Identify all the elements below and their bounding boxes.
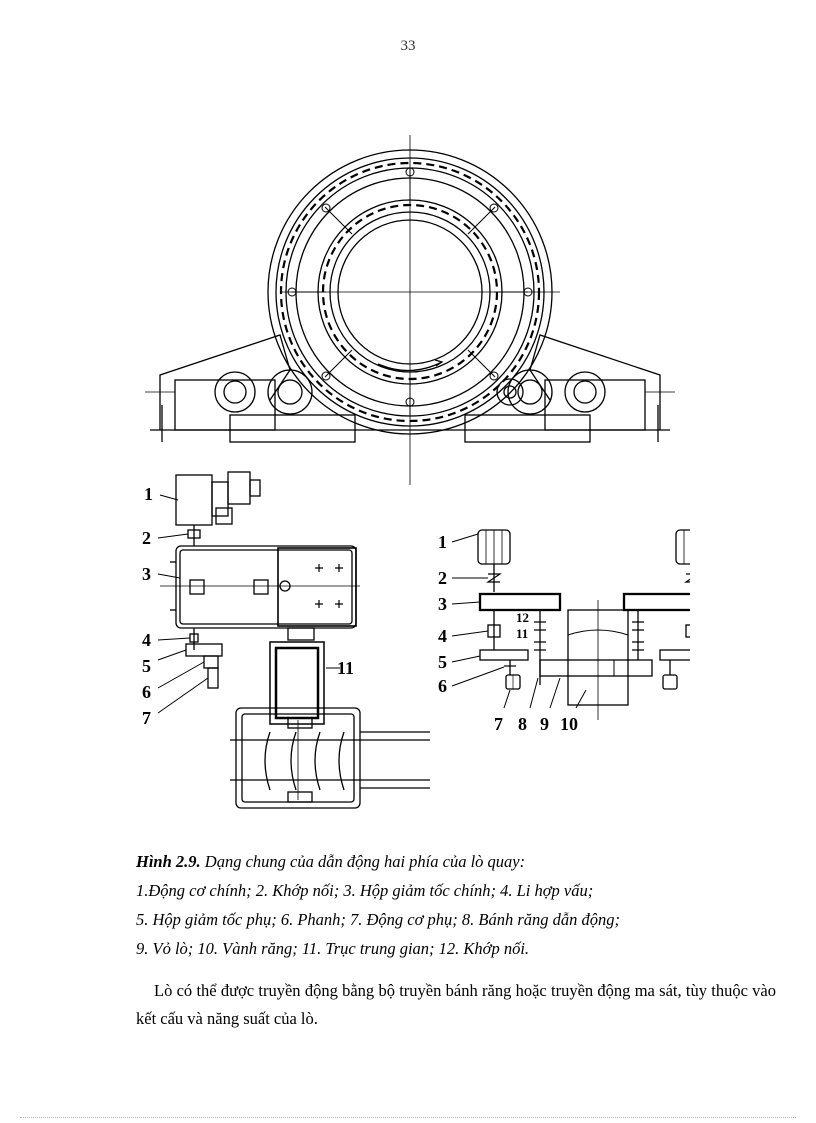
callout-right-12: 12 xyxy=(516,610,529,625)
caption-line-3: 9. Vỏ lò; 10. Vành răng; 11. Trục trung … xyxy=(136,939,530,958)
page-number: 33 xyxy=(400,38,416,54)
caption-title: Dạng chung của dẫn động hai phía của lò … xyxy=(200,852,526,871)
callout-right-10: 10 xyxy=(560,714,578,734)
callout-left-3: 3 xyxy=(142,564,151,584)
ring-gear-elevation xyxy=(145,135,675,485)
callout-left-7: 7 xyxy=(142,708,151,728)
caption-line-2: 5. Hộp giảm tốc phụ; 6. Phanh; 7. Động c… xyxy=(136,910,621,929)
callout-right-1: 1 xyxy=(438,532,447,552)
caption-line-1: 1.Động cơ chính; 2. Khớp nối; 3. Hộp giả… xyxy=(136,881,594,900)
callout-left-2: 2 xyxy=(142,528,151,548)
plan-view-drive xyxy=(160,471,430,809)
body-paragraph: Lò có thể được truyền động bằng bộ truyề… xyxy=(136,980,776,1028)
callout-right-2: 2 xyxy=(438,568,447,588)
figure-caption: Hình 2.9. Dạng chung của dẫn động hai ph… xyxy=(136,847,776,963)
left-callouts: 1 2 3 4 5 6 7 11 xyxy=(142,484,354,728)
right-callouts: 1 2 3 12 11 4 5 6 7 8 9 10 xyxy=(438,532,578,734)
kiln-drive-figure: 1 2 3 4 5 6 7 11 1 2 3 12 11 4 5 6 7 8 9… xyxy=(142,135,690,809)
callout-right-9: 9 xyxy=(540,714,549,734)
callout-right-6: 6 xyxy=(438,676,447,696)
callout-right-11: 11 xyxy=(516,626,528,641)
bottom-rule xyxy=(20,1117,796,1118)
callout-left-6: 6 xyxy=(142,682,151,702)
caption-label: Hình 2.9. xyxy=(136,852,201,871)
callout-left-4: 4 xyxy=(142,630,151,650)
callout-right-4: 4 xyxy=(438,626,447,646)
caption-title-line: Hình 2.9. Dạng chung của dẫn động hai ph… xyxy=(136,847,776,876)
callout-right-3: 3 xyxy=(438,594,447,614)
callout-left-11: 11 xyxy=(337,658,354,678)
callout-left-5: 5 xyxy=(142,656,151,676)
callout-right-7: 7 xyxy=(494,714,503,734)
callout-right-8: 8 xyxy=(518,714,527,734)
callout-left-1: 1 xyxy=(144,484,153,504)
callout-leaders xyxy=(157,494,587,714)
callout-right-5: 5 xyxy=(438,652,447,672)
